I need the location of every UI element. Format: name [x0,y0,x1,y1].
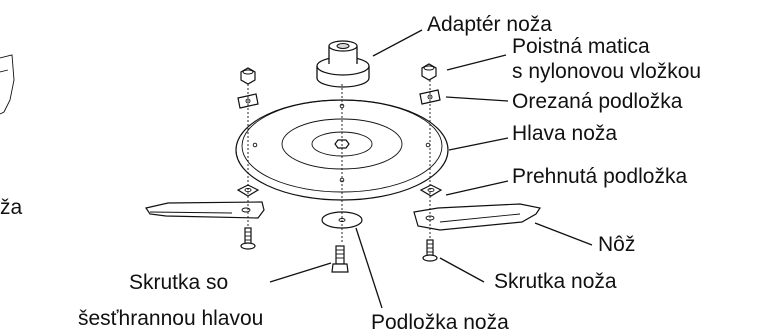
label-blade-bolt: Skrutka noža [494,270,617,293]
label-lock-nut-line1: Poistná matica [512,35,650,58]
leader-blade [534,222,593,246]
blade-adapter [316,40,370,88]
label-blade-head: Hlava noža [512,122,617,145]
leader-blade-bolt [439,257,485,283]
label-lock-nut-line2: s nylonovou vložkou [512,60,701,83]
blade-right [413,203,541,231]
label-adapter: Adaptér noža [427,13,552,36]
label-trimmed-washer: Orezaná podložka [512,90,683,113]
leader-hex-bolt [269,262,332,283]
bent-washer-right [419,184,443,197]
leader-adapter [372,29,423,57]
leader-blade-washer [355,227,383,309]
label-hex-bolt-line1: Skrutka so [129,271,228,294]
lock-nut-right [421,63,437,81]
leader-bent-washer [445,180,509,196]
leader-trimmed-washer [445,96,509,102]
lock-nut-left [240,67,256,85]
blade-left [145,201,265,219]
cut-off-label: ža [0,196,23,219]
leader-blade-head [448,137,509,151]
bent-washer-left [236,184,260,197]
blade-bolt-left [240,227,256,250]
label-hex-bolt-line2: šesťhrannou hlavou [78,307,263,330]
hex-head-bolt [331,245,349,273]
label-blade-washer: Podložka noža [371,311,509,334]
leader-lock-nut [446,54,507,71]
label-bent-washer: Prehnutá podložka [512,165,687,188]
adjacent-figure-fragment [0,54,15,115]
label-blade: Nôž [598,233,635,256]
blade-bolt-right [422,239,438,262]
